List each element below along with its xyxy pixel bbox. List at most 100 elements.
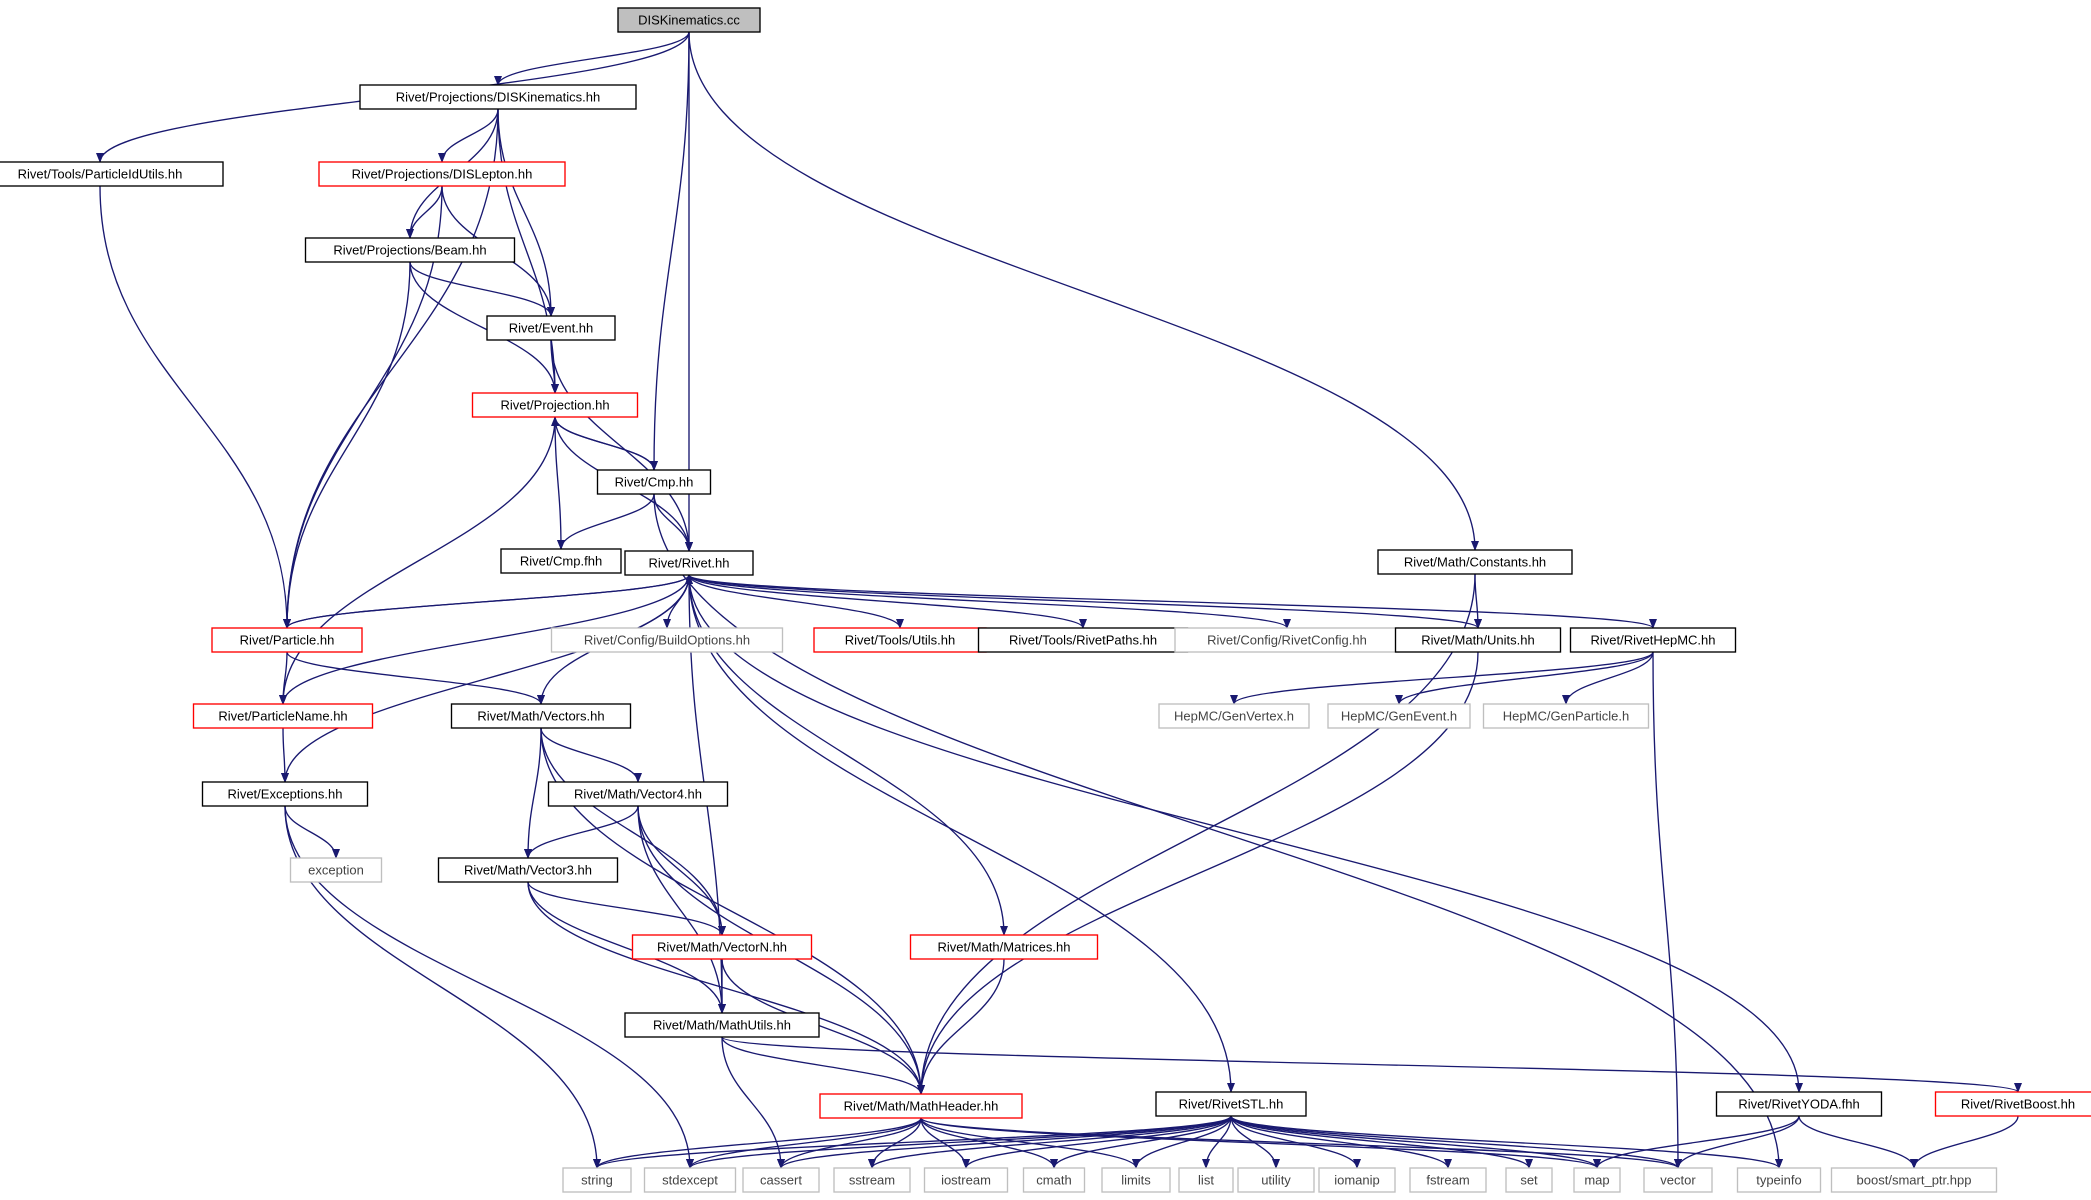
edge-rivethepmc-to-genparticle [1562,651,1654,705]
node-rivet-math-mathutils-hh[interactable]: Rivet/Math/MathUtils.hh [624,1012,820,1038]
node-label: Rivet/Tools/ParticleIdUtils.hh [18,167,183,182]
node-label: HepMC/GenVertex.h [1174,709,1294,724]
node-rivet-math-constants-hh[interactable]: Rivet/Math/Constants.hh [1377,549,1573,575]
node-rivet-math-vector3-hh[interactable]: Rivet/Math/Vector3.hh [437,857,619,883]
dependency-edges [96,31,2022,1169]
edge-rivet-to-rivetconfig [688,574,1291,629]
node-rivet-rivethepmc-hh[interactable]: Rivet/RivetHepMC.hh [1569,627,1737,653]
edge-projection-to-particlename [279,416,556,705]
node-vector[interactable]: vector [1643,1167,1713,1193]
node-exception[interactable]: exception [289,857,383,883]
node-sstream[interactable]: sstream [833,1167,911,1193]
node-hepmc-genparticle-h[interactable]: HepMC/GenParticle.h [1482,703,1650,729]
node-limits[interactable]: limits [1101,1167,1171,1193]
node-rivet-rivetstl-hh[interactable]: Rivet/RivetSTL.hh [1155,1091,1307,1117]
node-rivet-particle-hh[interactable]: Rivet/Particle.hh [211,627,363,653]
node-hepmc-genevent-h[interactable]: HepMC/GenEvent.h [1327,703,1471,729]
node-box [624,1012,820,1038]
edge-vector4-to-mathutils [637,805,726,1014]
node-cmath[interactable]: cmath [1022,1167,1086,1193]
node-box [1715,1091,1883,1117]
edge-diskin-to-event [497,108,555,317]
node-utility[interactable]: utility [1237,1167,1315,1193]
node-label: Rivet/Math/Constants.hh [1404,555,1546,570]
node-rivet-particlename-hh[interactable]: Rivet/ParticleName.hh [192,703,374,729]
edge-rivet-to-exceptions [281,574,690,783]
node-boost-smart-ptr-hpp[interactable]: boost/smart_ptr.hpp [1830,1167,1998,1193]
node-rivet-config-rivetconfig-hh[interactable]: Rivet/Config/RivetConfig.hh [1174,627,1400,653]
edge-rivet-to-units [688,574,1482,629]
node-box [1482,703,1650,729]
node-box [1318,1167,1396,1193]
node-rivet-projections-beam-hh[interactable]: Rivet/Projections/Beam.hh [304,237,516,263]
node-label: Rivet/Projections/DISKinematics.hh [396,90,600,105]
edge-exceptions-to-exception [284,805,340,859]
node-rivet-math-mathheader-hh[interactable]: Rivet/Math/MathHeader.hh [819,1093,1023,1119]
edge-rivetstl-to-utility [1230,1115,1280,1169]
node-rivet-tools-rivetpaths-hh[interactable]: Rivet/Tools/RivetPaths.hh [977,627,1189,653]
edge-vectorn-to-mathheader [721,958,925,1095]
node-rivet-math-vectorn-hh[interactable]: Rivet/Math/VectorN.hh [631,934,813,960]
node-rivet-math-units-hh[interactable]: Rivet/Math/Units.hh [1394,627,1562,653]
node-iostream[interactable]: iostream [923,1167,1009,1193]
node-rivet-rivetboost-hh[interactable]: Rivet/RivetBoost.hh [1934,1091,2091,1117]
node-rivet-cmp-hh[interactable]: Rivet/Cmp.hh [596,469,712,495]
node-typeinfo[interactable]: typeinfo [1736,1167,1822,1193]
edge-cmp-to-rivet [653,493,693,552]
node-rivet-math-matrices-hh[interactable]: Rivet/Math/Matrices.hh [909,934,1099,960]
node-label: HepMC/GenParticle.h [1503,709,1629,724]
node-box [550,627,784,653]
node-rivet-tools-utils-hh[interactable]: Rivet/Tools/Utils.hh [813,627,987,653]
node-label: typeinfo [1756,1173,1802,1188]
node-string[interactable]: string [562,1167,632,1193]
node-iomanip[interactable]: iomanip [1318,1167,1396,1193]
node-box [819,1093,1023,1119]
edge-cmp-to-typeinfo [653,493,1783,1169]
node-label: Rivet/Math/MathUtils.hh [653,1018,791,1033]
edge-rivethepmc-to-genevent [1395,651,1654,705]
node-box [500,548,622,574]
edge-diskin-to-projection [497,108,559,394]
edge-rivetboost-to-smartptr [1910,1115,2019,1169]
node-rivet-exceptions-hh[interactable]: Rivet/Exceptions.hh [201,781,369,807]
node-label: Rivet/RivetYODA.fhh [1738,1097,1859,1112]
edge-mathutils-to-mathheader [721,1036,925,1095]
node-rivet-math-vector4-hh[interactable]: Rivet/Math/Vector4.hh [547,781,729,807]
node-rivet-projections-dislepton-hh[interactable]: Rivet/Projections/DISLepton.hh [318,161,566,187]
edge-cmp-to-cmpfhh [557,493,655,550]
edge-rivetstl-to-cmath [1050,1115,1232,1169]
node-box [1934,1091,2091,1117]
node-box [192,703,374,729]
node-rivet-cmp-fhh[interactable]: Rivet/Cmp.fhh [500,548,622,574]
node-rivet-tools-particleidutils-hh[interactable]: Rivet/Tools/ParticleIdUtils.hh [0,161,224,187]
node-label: Rivet/Tools/RivetPaths.hh [1009,633,1157,648]
edge-mathheader-to-limits [920,1117,1140,1169]
node-set[interactable]: set [1505,1167,1553,1193]
node-diskinematics-cc[interactable]: DISKinematics.cc [617,7,761,33]
node-box [450,703,632,729]
node-label: Rivet/Tools/Utils.hh [845,633,956,648]
node-rivet-event-hh[interactable]: Rivet/Event.hh [486,315,616,341]
node-label: vector [1660,1173,1696,1188]
node-list[interactable]: list [1178,1167,1234,1193]
node-label: Rivet/Event.hh [509,321,594,336]
node-label: Rivet/Math/Units.hh [1421,633,1534,648]
node-rivet-math-vectors-hh[interactable]: Rivet/Math/Vectors.hh [450,703,632,729]
node-rivet-projections-diskinematics-hh[interactable]: Rivet/Projections/DISKinematics.hh [359,84,637,110]
node-hepmc-genvertex-h[interactable]: HepMC/GenVertex.h [1158,703,1310,729]
node-map[interactable]: map [1573,1167,1621,1193]
node-label: iostream [941,1173,991,1188]
node-cassert[interactable]: cassert [742,1167,820,1193]
node-rivet-config-buildoptions-hh[interactable]: Rivet/Config/BuildOptions.hh [550,627,784,653]
node-box [1101,1167,1171,1193]
node-fstream[interactable]: fstream [1409,1167,1487,1193]
node-rivet-rivet-hh[interactable]: Rivet/Rivet.hh [624,550,754,576]
edge-vectors-to-vectorn [540,727,726,936]
node-box [1022,1167,1086,1193]
node-box [437,857,619,883]
node-rivet-rivetyoda-fhh[interactable]: Rivet/RivetYODA.fhh [1715,1091,1883,1117]
node-rivet-projection-hh[interactable]: Rivet/Projection.hh [471,392,639,418]
node-stdexcept[interactable]: stdexcept [643,1167,737,1193]
edge-rivetstl-to-iostream [962,1115,1232,1169]
edge-rivetstl-to-map [1230,1115,1601,1169]
